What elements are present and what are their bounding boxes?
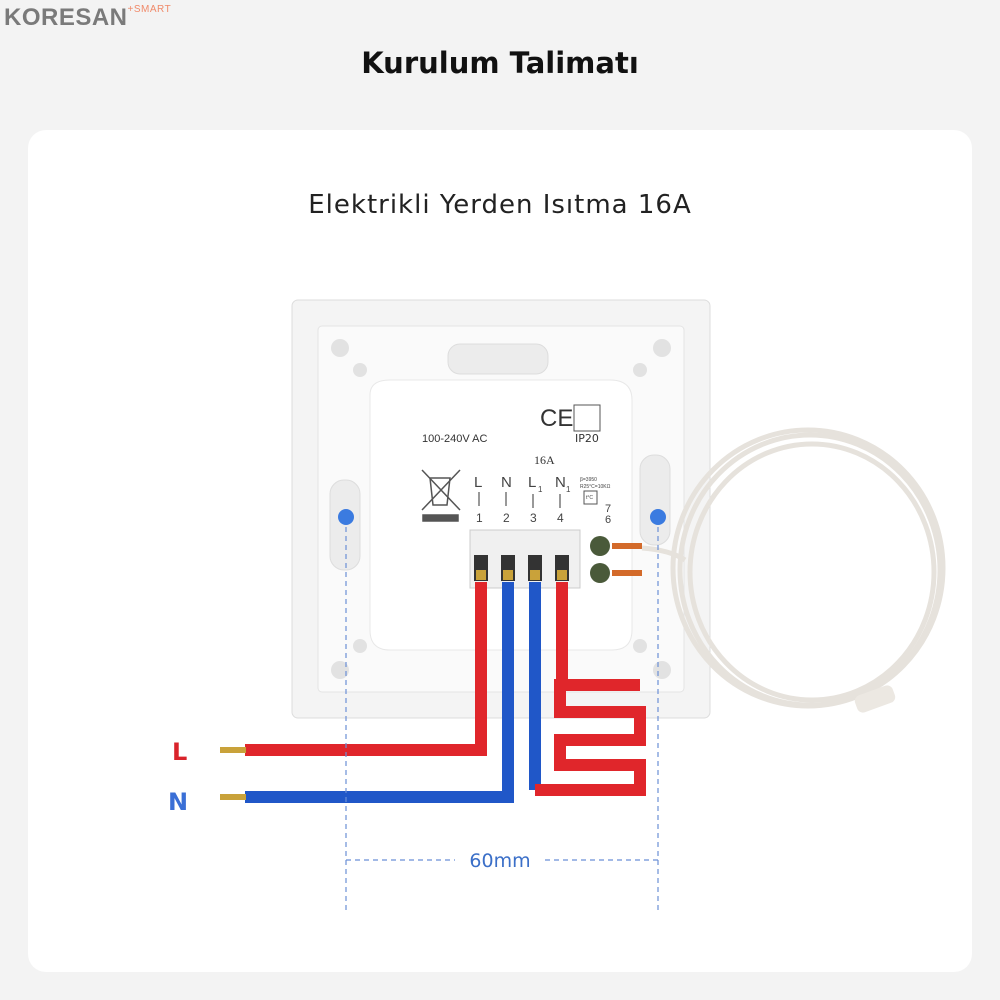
mount-slot-left <box>329 479 361 571</box>
brand-logo: KORESAN+SMART <box>4 4 171 32</box>
sensor-terminal-7: 7 <box>605 503 611 515</box>
mount-point-right <box>650 509 666 525</box>
live-wire-tip <box>220 747 246 753</box>
wires <box>245 582 646 803</box>
neutral-label: N <box>168 788 188 816</box>
floor-sensor-cable <box>641 427 946 709</box>
ip-rating: IP20 <box>575 432 599 445</box>
dimension-label: 60mm <box>469 850 530 872</box>
brand-suffix: +SMART <box>127 4 172 15</box>
terminal-1-letter: L <box>474 474 482 491</box>
terminal-4-letter: N <box>555 474 566 491</box>
current-rating: 16A <box>534 453 555 467</box>
sensor-spec-beta: β=3950 <box>580 477 597 483</box>
live-label: L <box>172 738 187 766</box>
live-wire <box>245 582 487 756</box>
voltage-label: 100-240V AC <box>422 433 487 445</box>
terminal-2-letter: N <box>501 474 512 491</box>
terminal-arrows <box>478 492 561 508</box>
heating-cable <box>535 582 646 796</box>
diagram-subtitle: Elektrikli Yerden Isıtma 16A <box>308 190 692 220</box>
weee-bin-icon <box>421 469 461 522</box>
terminal-3-sub: 1 <box>538 485 543 494</box>
neutral-wire-tip <box>220 794 246 800</box>
sensor-terminals <box>590 536 642 583</box>
terminal-labels: L 1 N 2 L 1 3 N 1 4 β=3950 R25°C=10KΩ t°… <box>474 474 611 526</box>
neutral-wire <box>245 582 514 803</box>
wire-ends <box>476 570 567 580</box>
dimension-lines <box>345 518 659 910</box>
class-ii-icon <box>573 404 601 432</box>
terminal-3-letter: L <box>528 474 536 491</box>
sensor-symbol: t°C <box>586 495 593 501</box>
mount-slot-top <box>447 343 549 375</box>
sensor-spec-r25: R25°C=10KΩ <box>580 484 611 490</box>
terminal-module <box>369 379 633 651</box>
mount-slot-right <box>639 454 671 546</box>
sensor-terminal-6: 6 <box>605 514 611 526</box>
terminal-4-number: 4 <box>557 511 564 525</box>
terminal-1-number: 1 <box>476 511 483 525</box>
mount-point-left <box>338 509 354 525</box>
terminal-2-number: 2 <box>503 511 510 525</box>
terminal-3-number: 3 <box>530 511 537 525</box>
sensor-probe <box>854 685 896 713</box>
terminal-4-sub: 1 <box>566 485 571 494</box>
brand-name: KORESAN <box>4 4 128 31</box>
ce-mark: CE <box>540 405 573 432</box>
page-title: Kurulum Talimatı <box>361 46 639 80</box>
